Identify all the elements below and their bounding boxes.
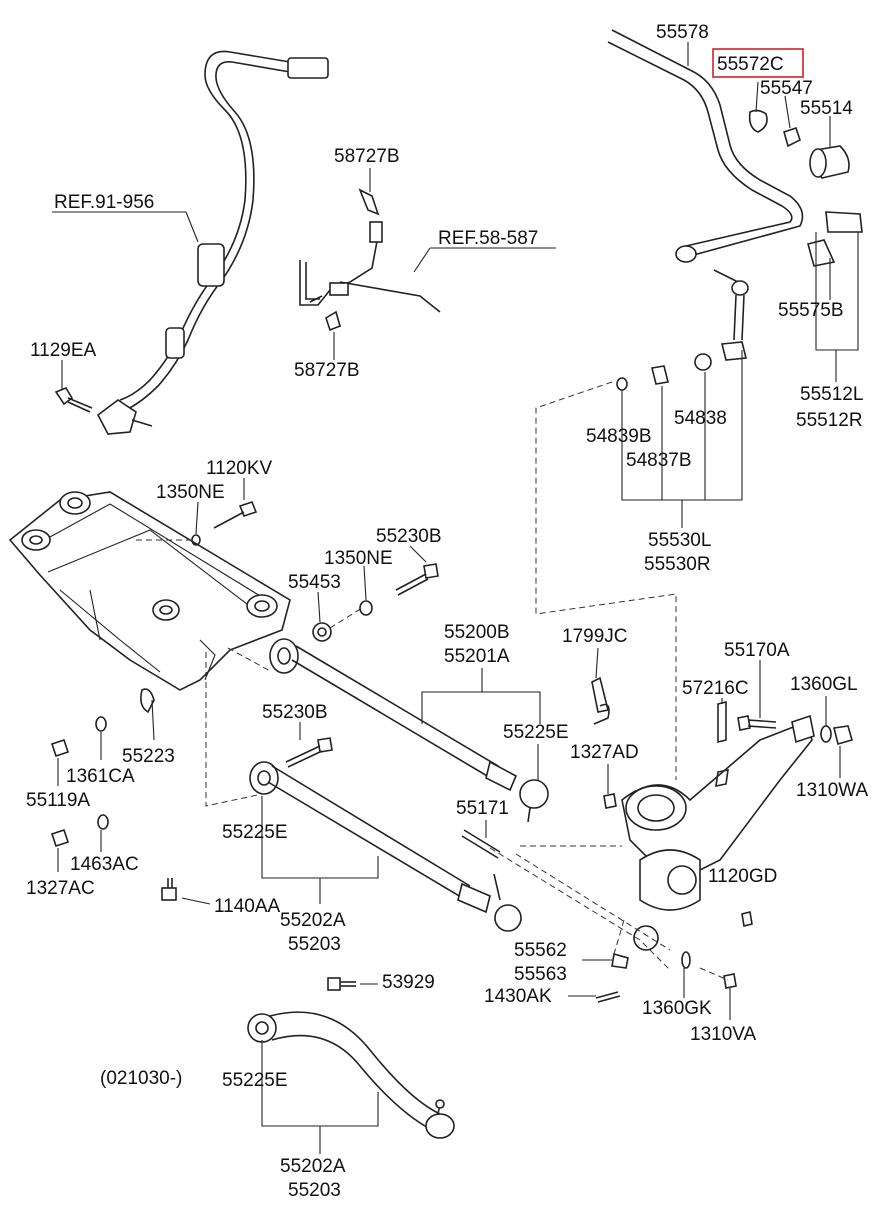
bolt-1129EA bbox=[54, 387, 93, 413]
label-1350NE-b: 1350NE bbox=[324, 548, 393, 569]
label-1799JC: 1799JC bbox=[562, 626, 628, 647]
label-1360GL: 1360GL bbox=[790, 674, 858, 695]
label-021030: (021030-) bbox=[100, 1068, 182, 1089]
label-55563: 55563 bbox=[514, 964, 567, 985]
label-1430AK: 1430AK bbox=[484, 986, 552, 1007]
label-55225E-b: 55225E bbox=[222, 822, 288, 843]
label-55200B: 55200B bbox=[444, 622, 510, 643]
abs-sensor-cable bbox=[96, 50, 329, 435]
label-55562: 55562 bbox=[514, 940, 567, 961]
label-55572C: 55572C bbox=[717, 54, 784, 75]
label-55201A: 55201A bbox=[444, 646, 510, 667]
bracket-1799JC bbox=[591, 676, 610, 725]
label-1310VA: 1310VA bbox=[690, 1024, 757, 1045]
assembly-lines bbox=[136, 381, 729, 981]
label-58727B-bottom: 58727B bbox=[294, 360, 360, 381]
label-1310WA: 1310WA bbox=[796, 780, 868, 801]
label-55230B-a: 55230B bbox=[376, 526, 442, 547]
label-55547: 55547 bbox=[760, 78, 813, 99]
highlight-box-55572C bbox=[712, 48, 804, 78]
part-labels: 55578 55572C 55547 55514 55575B 55512L 5… bbox=[26, 22, 868, 1201]
label-1140AA: 1140AA bbox=[214, 896, 281, 917]
label-1120KV: 1120KV bbox=[206, 458, 273, 479]
label-ref-58-587: REF.58-587 bbox=[438, 228, 538, 249]
label-55225E-c: 55225E bbox=[222, 1070, 288, 1091]
label-1120GD: 1120GD bbox=[708, 866, 777, 887]
label-54839B: 54839B bbox=[586, 426, 652, 447]
label-1350NE-a: 1350NE bbox=[156, 482, 225, 503]
crossmember bbox=[8, 491, 291, 691]
label-55203-b: 55203 bbox=[288, 1180, 341, 1201]
label-1463AC: 1463AC bbox=[70, 854, 139, 875]
lateral-arm-lower bbox=[249, 761, 522, 932]
bolt-55230B-lower bbox=[285, 737, 333, 768]
label-54838: 54838 bbox=[674, 408, 727, 429]
label-54837B: 54837B bbox=[626, 450, 692, 471]
label-55453: 55453 bbox=[288, 572, 341, 593]
lateral-arm-alt bbox=[247, 1011, 455, 1139]
label-55202A-b: 55202A bbox=[280, 1156, 346, 1177]
label-53929: 53929 bbox=[382, 972, 435, 993]
label-55230B-b: 55230B bbox=[262, 702, 328, 723]
label-55530R: 55530R bbox=[644, 554, 711, 575]
knuckle-and-control-arm bbox=[611, 714, 815, 969]
rear-hardware bbox=[461, 829, 753, 1003]
label-55512R: 55512R bbox=[796, 410, 863, 431]
stabilizer-bar bbox=[607, 29, 863, 267]
crossmember-hardware bbox=[50, 501, 439, 848]
label-ref-91-956: REF.91-956 bbox=[54, 192, 154, 213]
label-1327AC: 1327AC bbox=[26, 878, 95, 899]
bolt-1140AA bbox=[161, 878, 177, 901]
stabilizer-link bbox=[616, 269, 749, 391]
label-55203-a: 55203 bbox=[288, 934, 341, 955]
bolt-53929 bbox=[327, 977, 356, 991]
label-1360GK: 1360GK bbox=[642, 998, 712, 1019]
label-1327AD: 1327AD bbox=[570, 742, 639, 763]
brake-hose bbox=[299, 188, 441, 332]
label-55512L: 55512L bbox=[800, 384, 863, 405]
leader-lines bbox=[52, 42, 859, 1154]
label-55171: 55171 bbox=[456, 798, 509, 819]
label-55530L: 55530L bbox=[648, 530, 711, 551]
label-55575B: 55575B bbox=[778, 300, 844, 321]
label-1361CA: 1361CA bbox=[66, 766, 135, 787]
label-1129EA: 1129EA bbox=[30, 340, 97, 361]
label-55514: 55514 bbox=[800, 98, 853, 119]
lateral-arm-upper bbox=[269, 638, 549, 823]
label-58727B-top: 58727B bbox=[334, 146, 400, 167]
label-55578: 55578 bbox=[656, 22, 709, 43]
label-55170A: 55170A bbox=[724, 640, 790, 661]
label-55225E-a: 55225E bbox=[503, 722, 569, 743]
label-55119A: 55119A bbox=[26, 790, 90, 811]
label-55202A-a: 55202A bbox=[280, 910, 346, 931]
control-arm-hardware bbox=[603, 700, 853, 809]
label-55223: 55223 bbox=[122, 746, 175, 767]
label-57216C: 57216C bbox=[682, 678, 749, 699]
